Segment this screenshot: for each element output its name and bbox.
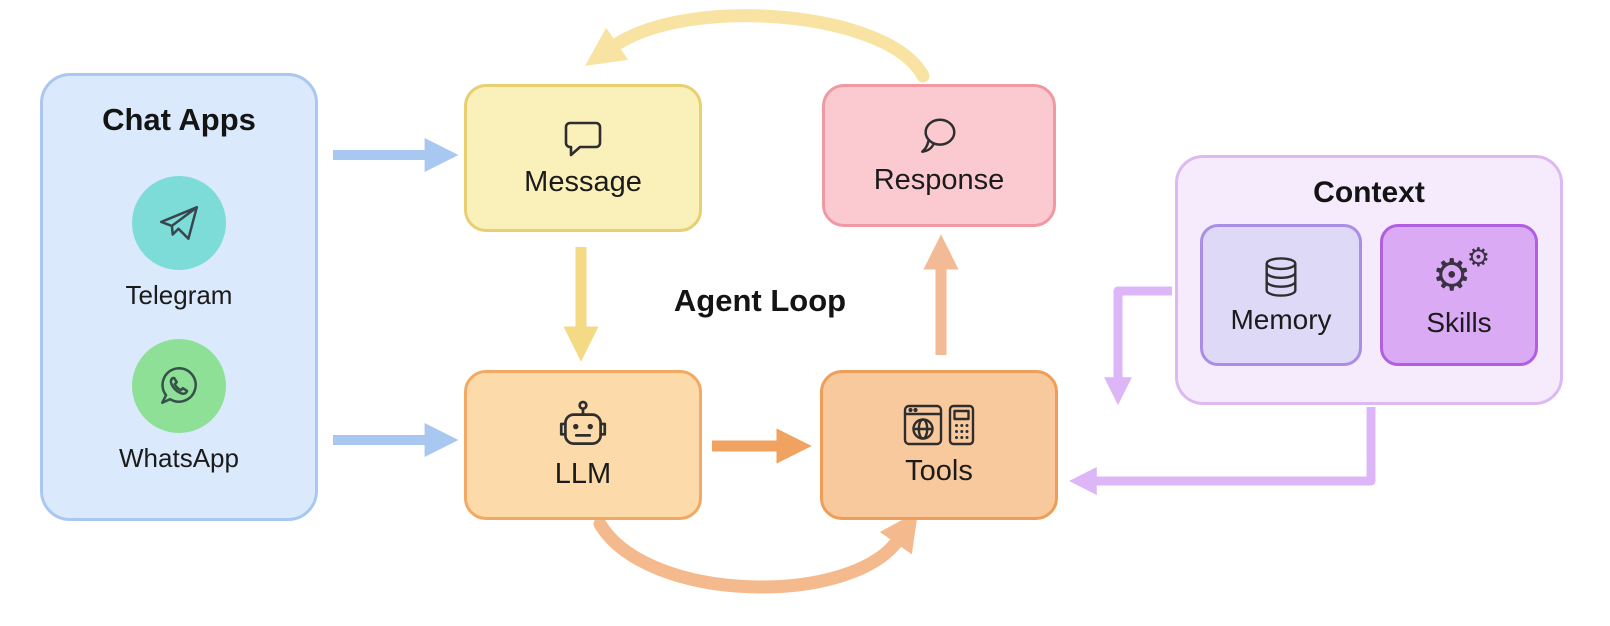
skills-node: ⚙ ⚙ Skills [1380, 224, 1538, 366]
arrow-context-to-tools-down [1104, 286, 1172, 406]
telegram-label: Telegram [125, 280, 233, 310]
context-title: Context [1313, 176, 1425, 209]
round-chat-bubble-icon [916, 115, 962, 157]
database-icon [1260, 255, 1302, 299]
whatsapp-icon [156, 363, 202, 409]
context-panel: Context Memory ⚙ [1175, 155, 1563, 405]
telegram-icon [156, 200, 202, 246]
llm-node: LLM [464, 370, 702, 520]
gear-small-icon: ⚙ [1466, 241, 1490, 272]
calculator-keys [955, 424, 969, 439]
chat-apps-title: Chat Apps [102, 102, 256, 137]
square-chat-bubble-icon [560, 117, 606, 159]
message-node: Message [464, 84, 702, 232]
robot-icon [554, 399, 612, 451]
browser-and-calculator-icon [902, 402, 976, 448]
calculator-icon [948, 404, 975, 446]
arrow-context-to-tools-left [1068, 407, 1376, 495]
whatsapp-label: WhatsApp [119, 443, 239, 473]
response-label: Response [873, 163, 1005, 196]
agent-loop-label: Agent Loop [673, 283, 847, 318]
memory-node: Memory [1200, 224, 1362, 366]
memory-label: Memory [1230, 303, 1332, 335]
response-node: Response [822, 84, 1056, 227]
context-row: Memory ⚙ ⚙ Skills [1200, 224, 1538, 366]
tools-label: Tools [905, 455, 973, 487]
message-label: Message [524, 166, 642, 198]
arrow-llm-to-tools-curved [593, 511, 919, 594]
whatsapp-badge [132, 339, 226, 433]
arrow-response-to-message-curved [585, 9, 930, 83]
llm-label: LLM [554, 458, 612, 490]
gears-icon: ⚙ ⚙ [1430, 244, 1490, 302]
telegram-badge [132, 176, 226, 270]
tools-node: Tools [820, 370, 1058, 520]
browser-icon [903, 404, 943, 446]
skills-label: Skills [1426, 306, 1492, 338]
chat-apps-panel: Chat Apps Telegram [40, 73, 318, 521]
gear-large-icon: ⚙ [1432, 250, 1472, 300]
